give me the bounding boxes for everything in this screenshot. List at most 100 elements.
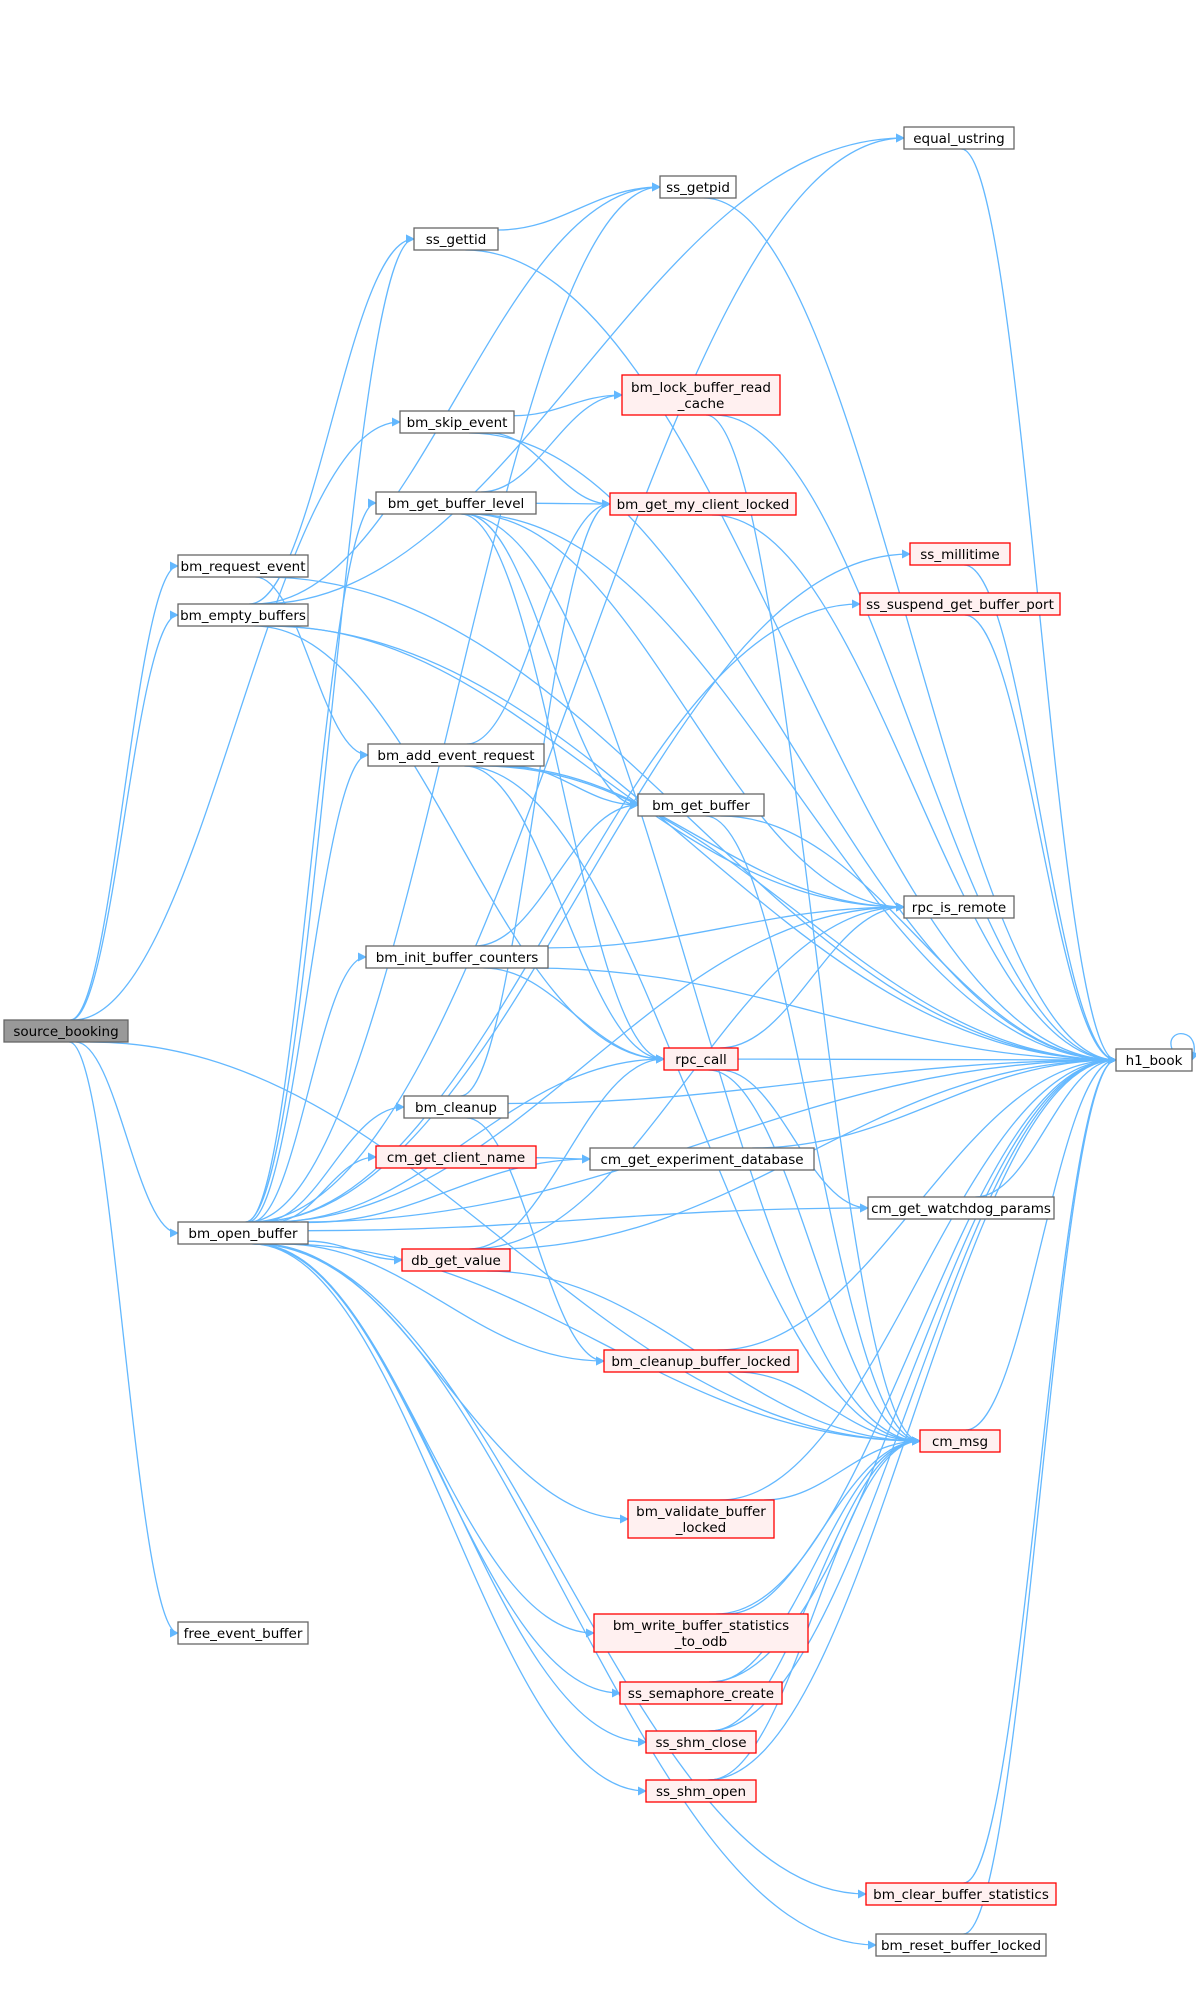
node-box bbox=[645, 1779, 757, 1803]
node-cm-msg[interactable]: cm_msg bbox=[919, 1429, 1001, 1453]
function-nodes: source_booking bm_request_event bm_empty_b… bbox=[3, 126, 1193, 1957]
node-ss-shm-open[interactable]: ss_shm_open bbox=[645, 1779, 757, 1803]
node-label: ss_getpid bbox=[666, 180, 730, 196]
node-equal-ustring[interactable]: equal_ustring bbox=[903, 126, 1015, 150]
node-cm-get-watchdog-params[interactable]: cm_get_watchdog_params bbox=[867, 1196, 1055, 1220]
call-edge-bm_skip_event-to-h1_book bbox=[468, 432, 1117, 1065]
node-rpc-is-remote[interactable]: rpc_is_remote bbox=[903, 895, 1015, 919]
node-bm-validate-buffer-locked[interactable]: bm_validate_buffer_locked bbox=[627, 1499, 775, 1539]
node-label: cm_msg bbox=[932, 1434, 988, 1450]
call-edge-cm_msg-to-h1_book bbox=[965, 1055, 1117, 1431]
call-edge-bm_clear_buffer_statistics-to-h1_book bbox=[963, 1055, 1117, 1884]
node-ss-getpid[interactable]: ss_getpid bbox=[659, 175, 737, 199]
node-box bbox=[177, 1621, 309, 1645]
node-bm-cleanup[interactable]: bm_cleanup bbox=[403, 1095, 509, 1119]
call-edge-bm_cleanup-to-h1_book bbox=[507, 1055, 1117, 1105]
call-edge-ss_millitime-to-h1_book bbox=[964, 564, 1117, 1065]
node-label: source_booking bbox=[13, 1024, 118, 1040]
node-box bbox=[621, 374, 781, 416]
node-box bbox=[659, 175, 737, 199]
node-cm-get-client-name[interactable]: cm_get_client_name bbox=[375, 1145, 537, 1169]
node-bm-open-buffer[interactable]: bm_open_buffer bbox=[177, 1221, 309, 1245]
call-edge-bm_open_buffer-to-bm_get_buffer_level bbox=[246, 498, 377, 1223]
node-bm-get-buffer[interactable]: bm_get_buffer bbox=[637, 793, 765, 817]
call-edge-ss_gettid-to-ss_getpid bbox=[497, 182, 661, 231]
node-label: _locked bbox=[675, 1520, 726, 1536]
call-edge-cm_get_watchdog_params-to-h1_book bbox=[975, 1055, 1117, 1198]
node-h1-book[interactable]: h1_book bbox=[1115, 1048, 1193, 1072]
call-edge-bm_add_event_request-to-bm_get_buffer bbox=[509, 765, 639, 810]
call-edge-bm_get_buffer_level-to-h1_book bbox=[469, 513, 1117, 1065]
call-edge-bm_open_buffer-to-cm_get_watchdog_params bbox=[307, 1203, 869, 1232]
node-box bbox=[645, 1730, 757, 1754]
node-bm-cleanup-buffer-locked[interactable]: bm_cleanup_buffer_locked bbox=[603, 1349, 799, 1373]
call-edge-bm_empty_buffers-to-rpc_is_remote bbox=[269, 625, 905, 912]
node-bm-reset-buffer-locked[interactable]: bm_reset_buffer_locked bbox=[875, 1933, 1047, 1957]
node-bm-skip-event[interactable]: bm_skip_event bbox=[399, 410, 515, 434]
node-ss-gettid[interactable]: ss_gettid bbox=[413, 227, 499, 251]
call-edges bbox=[69, 133, 1196, 1950]
node-bm-clear-buffer-statistics[interactable]: bm_clear_buffer_statistics bbox=[865, 1882, 1057, 1906]
call-edge-source_booking-to-bm_empty_buffers bbox=[70, 610, 179, 1021]
node-ss-millitime[interactable]: ss_millitime bbox=[909, 542, 1011, 566]
node-label: equal_ustring bbox=[913, 131, 1005, 147]
call-edge-db_get_value-to-rpc_call bbox=[469, 1054, 665, 1250]
node-label: ss_gettid bbox=[426, 232, 487, 248]
call-edge-bm_get_buffer_level-to-bm_get_my_client_locked bbox=[535, 499, 611, 509]
call-edge-ss_shm_open-to-cm_msg bbox=[709, 1436, 921, 1781]
node-label: cm_get_client_name bbox=[387, 1150, 525, 1166]
node-box bbox=[401, 1248, 511, 1272]
node-label: bm_request_event bbox=[181, 559, 306, 575]
call-edge-bm_request_event-to-bm_add_event_request bbox=[255, 576, 369, 760]
node-box bbox=[367, 743, 545, 767]
call-edge-ss_semaphore_create-to-cm_msg bbox=[712, 1436, 921, 1683]
node-rpc-call[interactable]: rpc_call bbox=[663, 1047, 739, 1071]
node-box bbox=[593, 1613, 809, 1653]
call-edge-bm_open_buffer-to-bm_write_buffer_statistics_to_odb bbox=[255, 1243, 595, 1638]
node-label: _to_odb bbox=[674, 1634, 727, 1650]
call-edge-h1_book-to-h1_book bbox=[1170, 1033, 1196, 1061]
node-bm-empty-buffers[interactable]: bm_empty_buffers bbox=[177, 603, 309, 627]
call-edge-bm_validate_buffer_locked-to-h1_book bbox=[719, 1055, 1117, 1501]
node-ss-shm-close[interactable]: ss_shm_close bbox=[645, 1730, 757, 1754]
call-edge-bm_init_buffer_counters-to-rpc_call bbox=[483, 967, 665, 1064]
node-cm-get-experiment-database[interactable]: cm_get_experiment_database bbox=[589, 1147, 815, 1171]
call-edge-bm_lock_buffer_read_cache-to-cm_msg bbox=[705, 414, 921, 1446]
node-box bbox=[903, 126, 1015, 150]
node-ss-semaphore-create[interactable]: ss_semaphore_create bbox=[619, 1681, 783, 1705]
node-label: bm_cleanup_buffer_locked bbox=[611, 1354, 790, 1370]
node-bm-init-buffer-counters[interactable]: bm_init_buffer_counters bbox=[365, 945, 549, 969]
node-bm-get-my-client-locked[interactable]: bm_get_my_client_locked bbox=[609, 492, 797, 516]
node-label: bm_reset_buffer_locked bbox=[881, 1938, 1041, 1954]
node-db-get-value[interactable]: db_get_value bbox=[401, 1248, 511, 1272]
call-edge-bm_open_buffer-to-rpc_is_remote bbox=[267, 902, 905, 1223]
node-label: bm_add_event_request bbox=[377, 748, 534, 764]
node-bm-get-buffer-level[interactable]: bm_get_buffer_level bbox=[375, 491, 537, 515]
node-label: h1_book bbox=[1126, 1053, 1183, 1069]
node-label: bm_cleanup bbox=[415, 1100, 497, 1116]
call-edge-ss_gettid-to-h1_book bbox=[465, 249, 1117, 1065]
node-label: free_event_buffer bbox=[184, 1626, 303, 1642]
node-ss-suspend-get-buffer-port[interactable]: ss_suspend_get_buffer_port bbox=[859, 592, 1061, 616]
node-box bbox=[399, 410, 515, 434]
call-edge-bm_open_buffer-to-h1_book bbox=[300, 1055, 1117, 1223]
call-edge-bm_empty_buffers-to-h1_book bbox=[265, 625, 1117, 1065]
node-bm-write-buffer-statistics-to-odb[interactable]: bm_write_buffer_statistics_to_odb bbox=[593, 1613, 809, 1653]
node-bm-lock-buffer-read-cache[interactable]: bm_lock_buffer_read_cache bbox=[621, 374, 781, 416]
call-edge-bm_init_buffer_counters-to-bm_get_buffer bbox=[474, 800, 639, 947]
call-edge-bm_add_event_request-to-rpc_is_remote bbox=[492, 765, 905, 912]
node-source-booking[interactable]: source_booking bbox=[3, 1019, 129, 1043]
node-bm-request-event[interactable]: bm_request_event bbox=[177, 554, 309, 578]
call-edge-bm_open_buffer-to-cm_get_experiment_database bbox=[307, 1154, 591, 1224]
call-edge-ss_suspend_get_buffer_port-to-h1_book bbox=[964, 614, 1117, 1065]
node-bm-add-event-request[interactable]: bm_add_event_request bbox=[367, 743, 545, 767]
node-box bbox=[3, 1019, 129, 1043]
call-edge-bm_empty_buffers-to-ss_gettid bbox=[249, 234, 415, 605]
call-edge-bm_open_buffer-to-ss_shm_open bbox=[251, 1243, 647, 1796]
node-box bbox=[403, 1095, 509, 1119]
call-edge-bm_open_buffer-to-ss_gettid bbox=[245, 234, 415, 1223]
node-label: bm_get_my_client_locked bbox=[617, 497, 790, 513]
node-free-event-buffer[interactable]: free_event_buffer bbox=[177, 1621, 309, 1645]
call-edge-bm_open_buffer-to-ss_millitime bbox=[254, 549, 911, 1223]
call-edge-bm_add_event_request-to-h1_book bbox=[481, 765, 1117, 1065]
